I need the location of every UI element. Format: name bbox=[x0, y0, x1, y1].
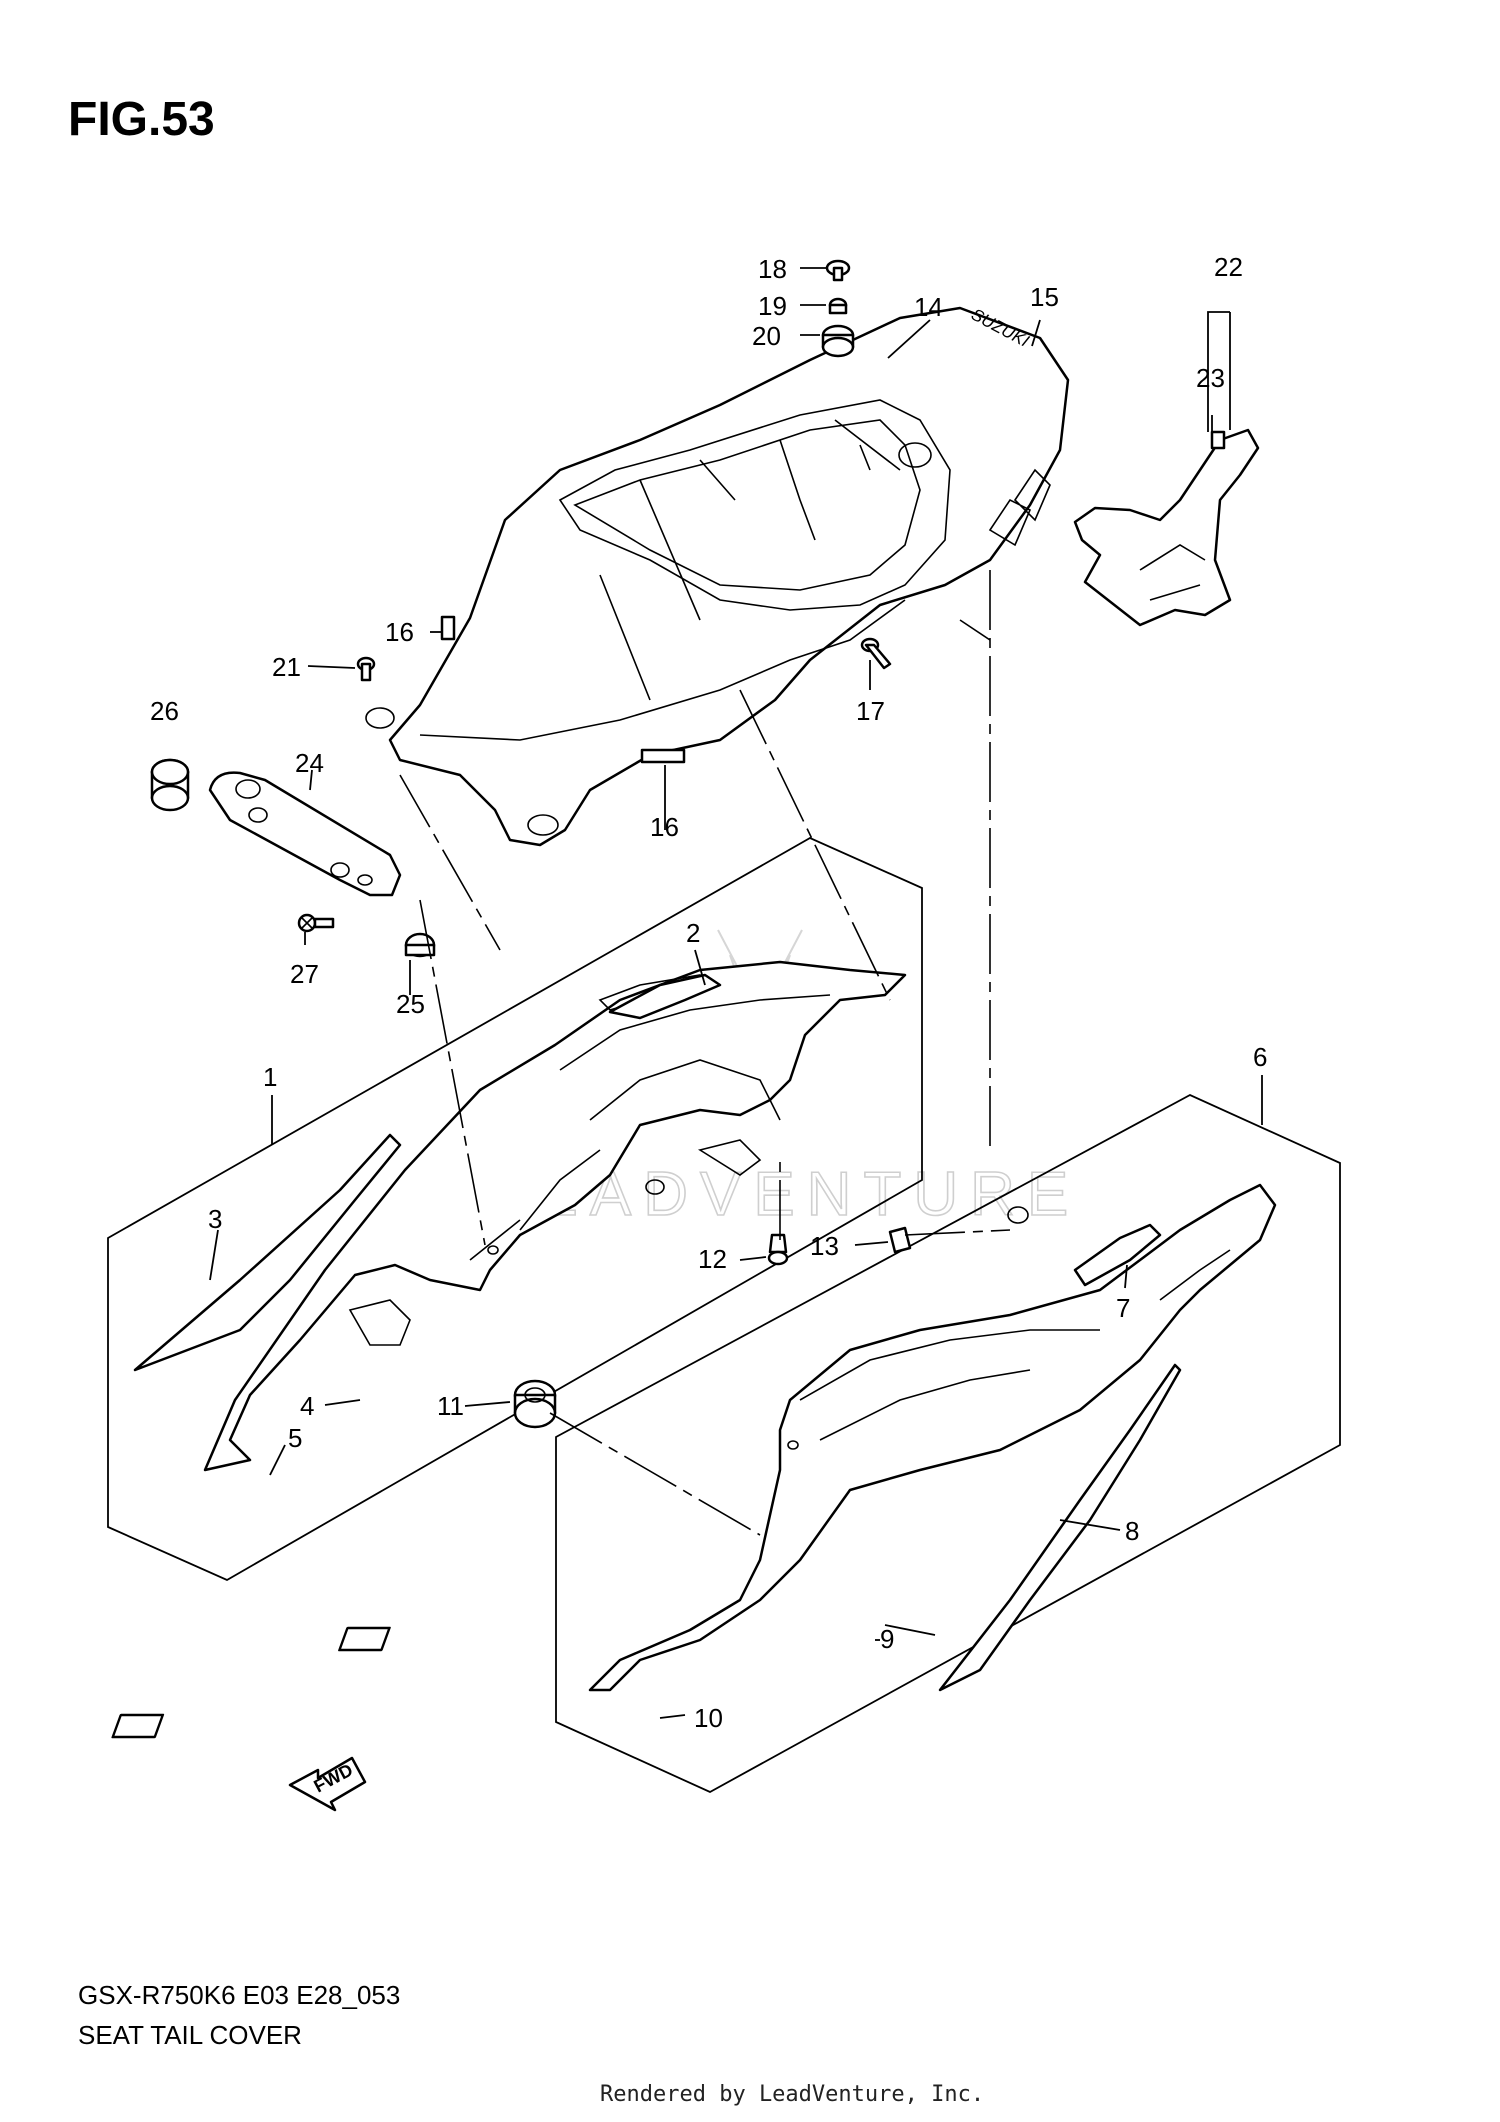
callout-24: 24 bbox=[295, 748, 324, 778]
screw-18-part[interactable] bbox=[825, 259, 851, 282]
callout-11: 11 bbox=[437, 1391, 464, 1421]
seat-tail-cover-part[interactable]: SUZUKI bbox=[365, 305, 1070, 847]
rivet-12-part[interactable] bbox=[767, 1233, 789, 1266]
section-name: SEAT TAIL COVER bbox=[78, 2020, 302, 2050]
callout-18: 18 bbox=[758, 254, 787, 284]
left-frame-cover-1-part[interactable] bbox=[203, 960, 907, 1472]
screw-17-part[interactable] bbox=[860, 637, 892, 670]
pad-10-part[interactable] bbox=[111, 1713, 165, 1739]
callout-16-bottom: 16 bbox=[650, 812, 679, 842]
render-credit: Rendered by LeadVenture, Inc. bbox=[600, 2082, 985, 2107]
pad-9-part[interactable] bbox=[338, 1626, 391, 1652]
label-16b-part[interactable] bbox=[640, 748, 686, 764]
callout-19: 19 bbox=[758, 291, 787, 321]
stripe-3-part[interactable] bbox=[133, 1133, 402, 1372]
callout-21: 21 bbox=[272, 652, 301, 682]
cushion-20-part[interactable] bbox=[821, 324, 855, 358]
callout-27: 27 bbox=[290, 959, 319, 989]
cushion-11-part[interactable] bbox=[513, 1379, 557, 1429]
callout-6: 6 bbox=[1253, 1042, 1267, 1072]
nut-13-part[interactable] bbox=[888, 1226, 912, 1254]
figure-title: FIG.53 bbox=[68, 93, 215, 146]
callout-1: 1 bbox=[263, 1062, 277, 1092]
callout-22: 22 bbox=[1214, 252, 1243, 282]
right-frame-cover-6-part[interactable] bbox=[588, 1183, 1277, 1692]
tail-bracket-22-part[interactable] bbox=[1073, 428, 1260, 627]
callout-8: 8 bbox=[1125, 1516, 1139, 1546]
grab-piece-24-part[interactable] bbox=[208, 771, 402, 897]
leader-lines bbox=[209, 267, 1263, 1719]
callout-labels: 18 19 20 14 15 22 23 16 21 17 16 26 24 2… bbox=[150, 252, 1267, 1733]
right-cover-group-box bbox=[555, 1093, 1341, 1794]
collar-19-part[interactable] bbox=[828, 297, 848, 315]
callout-13: 13 bbox=[810, 1231, 839, 1261]
screw-21-part[interactable] bbox=[356, 656, 376, 682]
callout-9: 9 bbox=[880, 1624, 894, 1654]
label-16a-part[interactable] bbox=[440, 615, 456, 641]
emblem-7-part[interactable] bbox=[1073, 1223, 1162, 1287]
model-code: GSX-R750K6 E03 E28_053 bbox=[78, 1980, 401, 2010]
stripe-8-part[interactable] bbox=[938, 1363, 1182, 1692]
screw-27-part[interactable] bbox=[297, 913, 335, 933]
cap-26-part[interactable] bbox=[150, 758, 190, 812]
forward-direction-arrow: FWD bbox=[288, 1756, 367, 1812]
callout-2: 2 bbox=[686, 918, 700, 948]
callout-15: 15 bbox=[1030, 282, 1059, 312]
callout-12: 12 bbox=[698, 1244, 727, 1274]
callout-10: 10 bbox=[694, 1703, 723, 1733]
callout-25: 25 bbox=[396, 989, 425, 1019]
callout-23: 23 bbox=[1196, 363, 1225, 393]
callout-3: 3 bbox=[208, 1204, 222, 1234]
callout-14: 14 bbox=[914, 292, 943, 322]
callout-7: 7 bbox=[1116, 1293, 1130, 1323]
callout-16-top: 16 bbox=[385, 617, 414, 647]
callout-26: 26 bbox=[150, 696, 179, 726]
callout-17: 17 bbox=[856, 696, 885, 726]
left-cover-group-box bbox=[107, 836, 923, 1582]
callout-20: 20 bbox=[752, 321, 781, 351]
callout-5: 5 bbox=[288, 1423, 302, 1453]
assembly-dashed-lines bbox=[399, 570, 1011, 1536]
callout-4: 4 bbox=[300, 1391, 314, 1421]
emblem-2-part[interactable] bbox=[608, 973, 722, 1020]
